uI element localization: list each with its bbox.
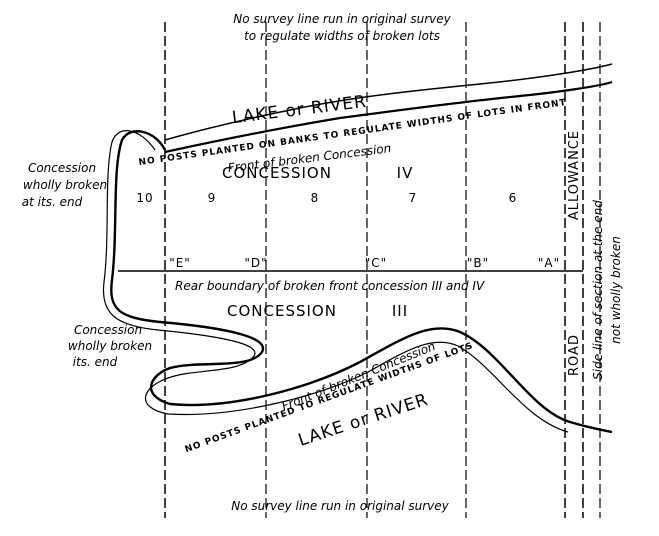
- post-e: "E": [169, 256, 191, 270]
- shore-top-outer: [164, 63, 613, 141]
- road-label: ROAD: [567, 334, 582, 376]
- left-note-bottom-3: its. end: [73, 355, 118, 369]
- lot-7: 7: [409, 191, 418, 205]
- top-note-1: No survey line run in original survey: [233, 12, 451, 26]
- lot-6: 6: [509, 191, 518, 205]
- lot-10: 10: [136, 191, 153, 205]
- concession-iii-label: CONCESSION: [227, 302, 337, 320]
- top-note-2: to regulate widths of broken lots: [244, 29, 440, 43]
- shore-main-outer: [102, 130, 569, 433]
- post-c: "C": [365, 256, 387, 270]
- bottom-note: No survey line run in original survey: [231, 499, 449, 513]
- lot-9: 9: [208, 191, 217, 205]
- allowance-label: ALLOWANCE: [567, 130, 582, 220]
- concession-iv-label: CONCESSION: [222, 164, 332, 182]
- side-line-note-1: Side line of section at the end: [591, 200, 605, 380]
- rear-boundary-note: Rear boundary of broken front concession…: [175, 279, 485, 293]
- post-d: "D": [244, 256, 267, 270]
- left-note-bottom-2: wholly broken: [68, 339, 152, 353]
- post-a: "A": [538, 256, 560, 270]
- lake-top-label: LAKE or RIVER: [231, 92, 368, 128]
- lot-8: 8: [311, 191, 320, 205]
- shore-main: [110, 130, 613, 434]
- concession-iv-number: IV: [397, 164, 414, 182]
- left-note-top-2: wholly broken: [23, 178, 107, 192]
- left-note-top-1: Concession: [28, 161, 96, 175]
- shore-top-inner: [164, 80, 613, 154]
- left-note-top-3: at its. end: [22, 195, 83, 209]
- post-b: "B": [467, 256, 489, 270]
- concession-iii-number: III: [392, 302, 408, 320]
- left-note-bottom-1: Concession: [74, 323, 142, 337]
- side-line-note-2: not wholly broken: [609, 236, 623, 344]
